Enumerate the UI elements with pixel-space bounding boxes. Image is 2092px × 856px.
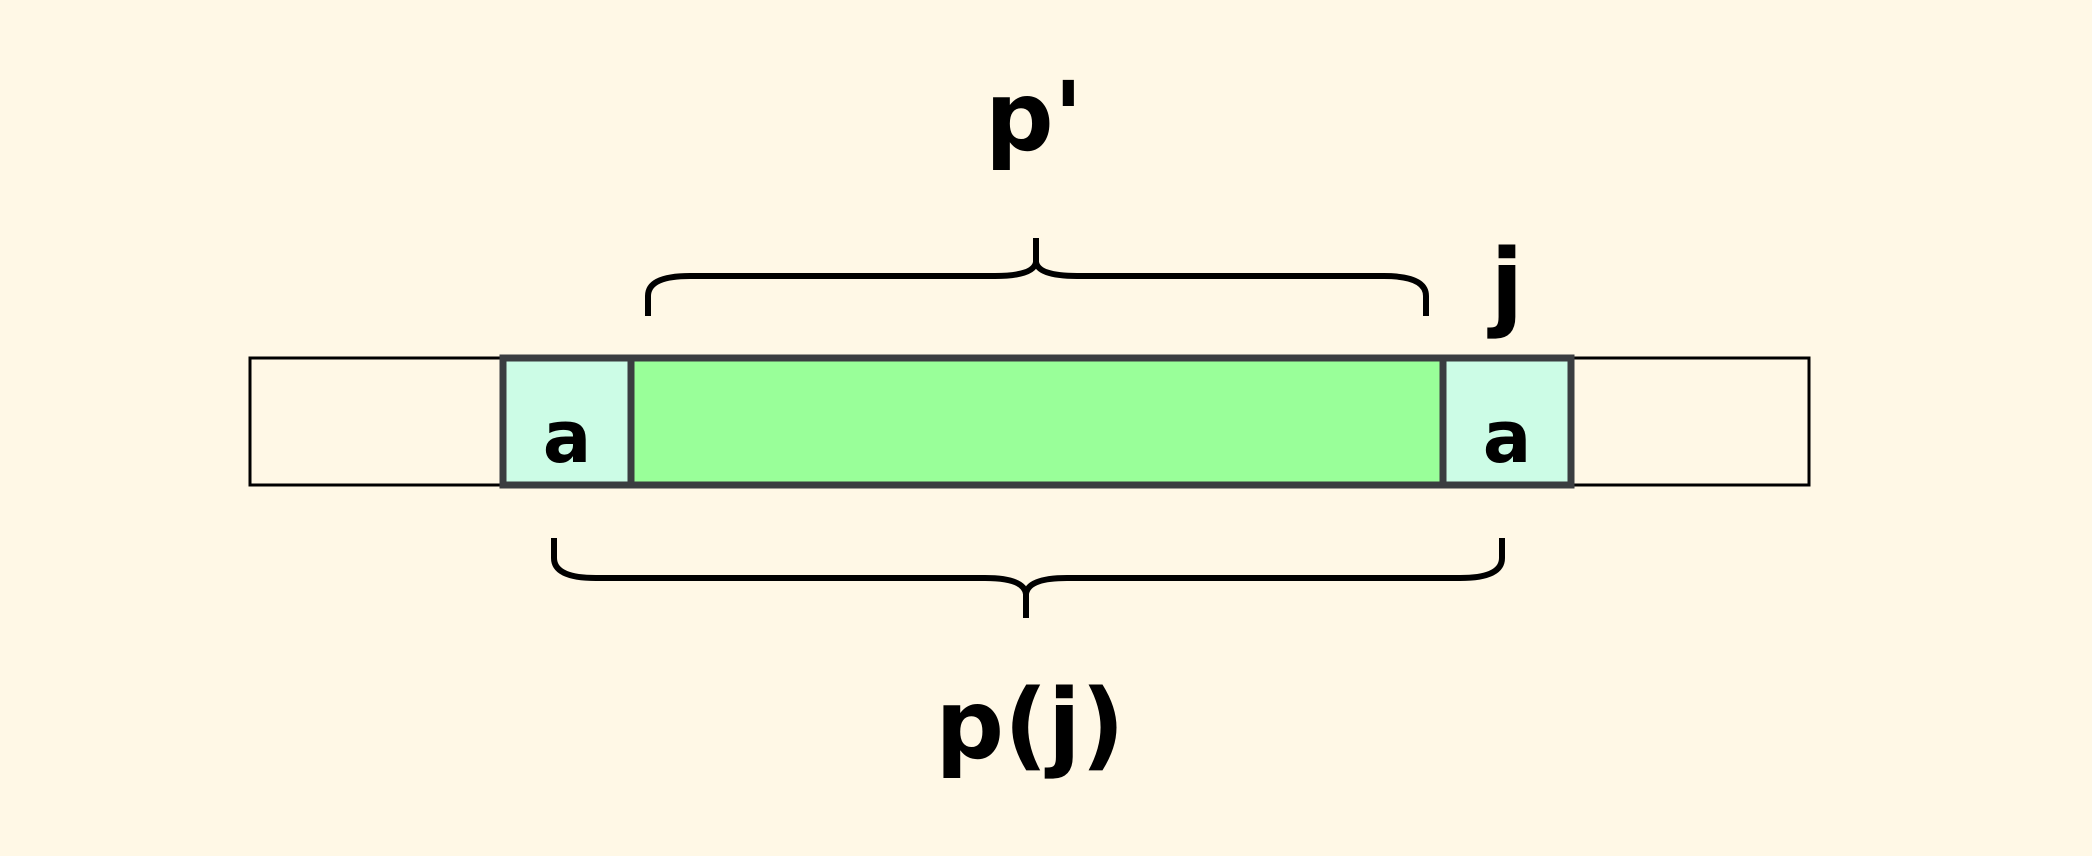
right-char-cell (1439, 354, 1575, 489)
j-label: j (1487, 229, 1524, 341)
right-char-label: a (1483, 395, 1532, 479)
p-of-j-label: p(j) (935, 669, 1124, 781)
top-brace (645, 238, 1429, 316)
p-prime-label: p' (985, 61, 1083, 173)
left-char-label: a (543, 395, 592, 479)
left-char-cell (499, 354, 635, 489)
bottom-brace (551, 538, 1505, 618)
match-region (627, 354, 1447, 489)
